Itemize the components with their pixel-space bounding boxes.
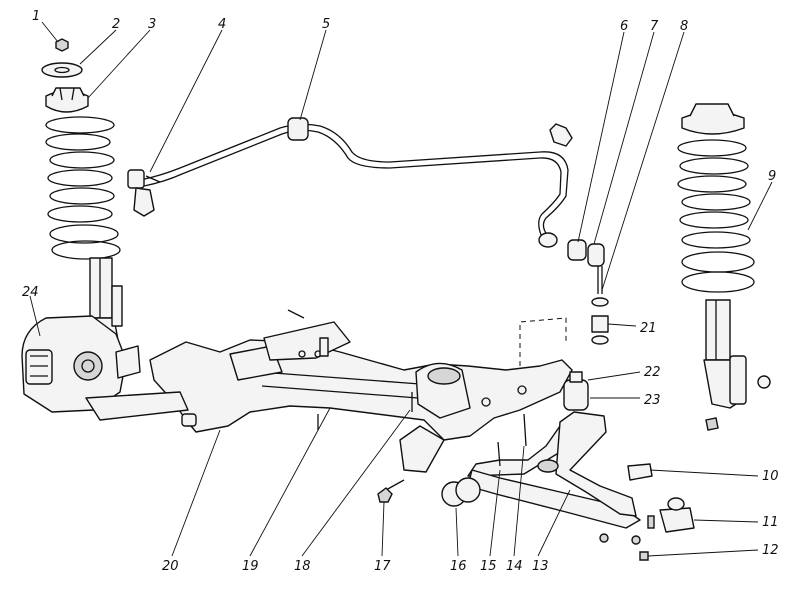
anti-roll-bar-end — [538, 232, 558, 248]
anti-roll-bar-bushing — [287, 117, 309, 141]
callout-14: 14 — [506, 559, 523, 574]
callout-21: 21 — [640, 321, 657, 336]
strut-top-mount — [45, 87, 89, 113]
control-arm-bushing — [563, 371, 589, 411]
callout-7: 7 — [650, 19, 659, 34]
callout-24: 24 — [22, 285, 39, 300]
callout-4: 4 — [218, 17, 226, 32]
callout-20: 20 — [162, 559, 179, 574]
callout-2: 2 — [112, 17, 120, 32]
callout-17: 17 — [374, 559, 391, 574]
strut-washer-hole — [54, 66, 70, 74]
right-control-arm — [467, 411, 641, 529]
anti-roll-bar — [139, 117, 569, 248]
front-subframe — [149, 321, 573, 473]
front-bushing — [441, 477, 481, 507]
callout-3: 3 — [148, 17, 156, 32]
callout-11: 11 — [762, 515, 779, 530]
left-strut-assembly — [21, 38, 141, 413]
callout-10: 10 — [762, 469, 779, 484]
leader-lines — [29, 21, 773, 557]
drop-link-parts — [567, 239, 609, 345]
wheel-hub-knuckle — [21, 315, 141, 413]
callout-12: 12 — [762, 543, 779, 558]
left-drop-link — [127, 169, 161, 217]
callout-23: 23 — [644, 393, 661, 408]
callout-15: 15 — [480, 559, 497, 574]
callout-1: 1 — [32, 9, 40, 24]
left-control-arm — [85, 391, 189, 421]
callout-labels: 1 2 3 4 5 6 7 8 9 10 11 12 13 14 15 16 1… — [22, 9, 779, 574]
callout-8: 8 — [680, 19, 688, 34]
right-strut-assembly — [677, 103, 771, 431]
fasteners — [287, 309, 655, 561]
callout-9: 9 — [768, 169, 776, 184]
callout-5: 5 — [322, 17, 330, 32]
callout-16: 16 — [450, 559, 467, 574]
anti-roll-bar-clamp — [549, 123, 573, 147]
strut-washer — [41, 62, 83, 78]
callout-22: 22 — [644, 365, 661, 380]
left-arm-bush — [181, 413, 197, 427]
strut-top-nut — [55, 38, 69, 52]
callout-13: 13 — [532, 559, 549, 574]
ball-joint — [659, 497, 695, 533]
callout-18: 18 — [294, 559, 311, 574]
mounting-bracket-outline — [519, 317, 567, 366]
callout-19: 19 — [242, 559, 259, 574]
left-coil-spring — [45, 116, 121, 260]
callout-6: 6 — [620, 19, 628, 34]
